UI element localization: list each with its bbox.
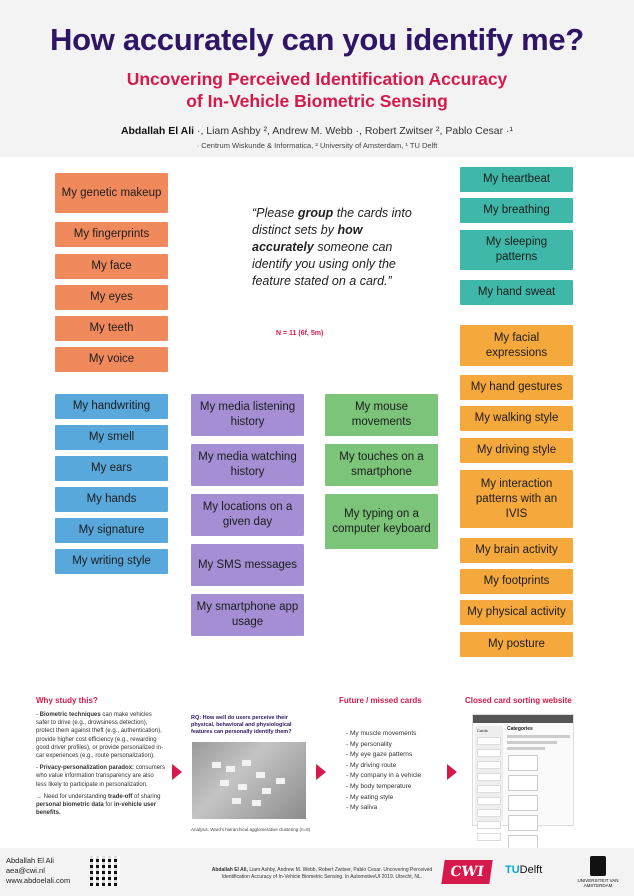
arrow-right-icon (316, 764, 326, 780)
card-sleeping-patterns: My sleeping patterns (460, 230, 573, 270)
future-cards-list: - My muscle movements - My personality -… (346, 729, 421, 814)
card-hand-gestures: My hand gestures (460, 375, 573, 400)
list-item: - My company in a vehicle (346, 772, 422, 780)
card-mouse-movements: My mouse movements (325, 394, 438, 436)
card-eyes: My eyes (55, 285, 168, 310)
card-footprints: My footprints (460, 569, 573, 594)
qr-code-overlay (90, 856, 120, 886)
photo-caption: Analysis: Ward’s hierarchical agglomerat… (191, 827, 311, 832)
card-voice: My voice (55, 347, 168, 372)
card-physical-activity: My physical activity (460, 600, 573, 625)
card-genetic-makeup: My genetic makeup (55, 173, 168, 213)
categories-area: Categories (507, 726, 570, 871)
card-driving-style: My driving style (460, 438, 573, 463)
citation: Abdallah El Ali, Liam Ashby, Andrew M. W… (211, 867, 433, 880)
list-item: - My eating style (346, 793, 394, 801)
card-signature: My signature (55, 518, 168, 543)
tudelft-logo: TUDelft (505, 864, 543, 876)
card-heartbeat: My heartbeat (460, 167, 573, 192)
contact-name: Abdallah El Ali (6, 856, 54, 865)
list-item: - My personality (346, 740, 392, 748)
card-facial-expressions: My facial expressions (460, 325, 573, 366)
arrow-right-icon (172, 764, 182, 780)
cards-sidebar: Cards (475, 726, 503, 841)
list-item: - My eye gaze patterns (346, 751, 413, 759)
card-handwriting: My handwriting (55, 394, 168, 419)
poster-subtitle: Uncovering Perceived Identification Accu… (0, 68, 634, 112)
sample-size: N = 11 (6f, 5m) (276, 330, 324, 337)
card-sorting-website-screenshot: Cards Categories (472, 714, 574, 871)
future-heading: Future / missed cards (339, 696, 422, 705)
uva-logo: UNIVERSITEIT VAN AMSTERDAM (574, 856, 622, 888)
lead-author: Abdallah El Ali (120, 125, 195, 137)
card-app-usage: My smartphone app usage (191, 594, 304, 636)
card-keyboard-typing: My typing on a computer keyboard (325, 494, 438, 549)
card-face: My face (55, 254, 168, 279)
card-ears: My ears (55, 456, 168, 481)
why-heading: Why study this? (36, 696, 98, 705)
poster-title: How accurately can you identify me? (50, 22, 584, 57)
card-sorting-photo (192, 742, 306, 819)
card-hands: My hands (55, 487, 168, 512)
card-interaction-patterns: My interaction patterns with an IVIS (460, 470, 573, 528)
study-instruction-quote: “Please group the cards into distinct se… (252, 206, 412, 288)
why-body: - Biometric techniques can make vehicles… (36, 711, 166, 821)
card-brain-activity: My brain activity (460, 538, 573, 563)
card-fingerprints: My fingerprints (55, 222, 168, 247)
subtitle-line-2: of In-Vehicle Biometric Sensing (186, 91, 448, 111)
why-paragraph-2: - Privacy-personalization paradox: consu… (36, 765, 166, 788)
list-item: - My saliva (346, 804, 378, 812)
research-question: RQ: How well do users perceive their phy… (191, 715, 292, 735)
arrow-right-icon (447, 764, 457, 780)
subtitle-line-1: Uncovering Perceived Identification Accu… (126, 69, 508, 89)
header-band (0, 0, 634, 157)
card-teeth: My teeth (55, 316, 168, 341)
author-list: Abdallah El Ali ·, Liam Ashby ², Andrew … (0, 125, 634, 137)
card-media-watching: My media watching history (191, 444, 304, 486)
co-authors: ·, Liam Ashby ², Andrew M. Webb ·, Rober… (194, 125, 514, 137)
card-walking-style: My walking style (460, 406, 573, 431)
card-locations: My locations on a given day (191, 494, 304, 536)
card-media-listening: My media listening history (191, 394, 304, 436)
list-item: - My driving route (346, 761, 397, 769)
why-paragraph-1: - Biometric techniques can make vehicles… (36, 712, 164, 760)
contact-website[interactable]: www.abdoelali.com (6, 876, 71, 885)
card-smell: My smell (55, 425, 168, 450)
why-paragraph-3: → Need for understanding trade-off of sh… (36, 793, 161, 817)
card-sms-messages: My SMS messages (191, 544, 304, 586)
card-posture: My posture (460, 632, 573, 657)
contact-email[interactable]: aea@cwi.nl (6, 866, 45, 875)
cwi-logo: CWI (441, 860, 493, 884)
affiliations: · Centrum Wiskunde & Informatica, ² Univ… (196, 141, 438, 150)
list-item: - My muscle movements (346, 730, 417, 737)
contact-info: Abdallah El Ali aea@cwi.nl www.abdoelali… (6, 856, 70, 886)
website-heading: Closed card sorting website (465, 696, 572, 705)
card-breathing: My breathing (460, 198, 573, 223)
list-item: - My body temperature (346, 782, 412, 790)
card-writing-style: My writing style (55, 549, 168, 574)
card-hand-sweat: My hand sweat (460, 280, 573, 305)
card-smartphone-touches: My touches on a smartphone (325, 444, 438, 486)
uva-crest-icon (590, 856, 606, 876)
browser-bar (473, 715, 573, 723)
